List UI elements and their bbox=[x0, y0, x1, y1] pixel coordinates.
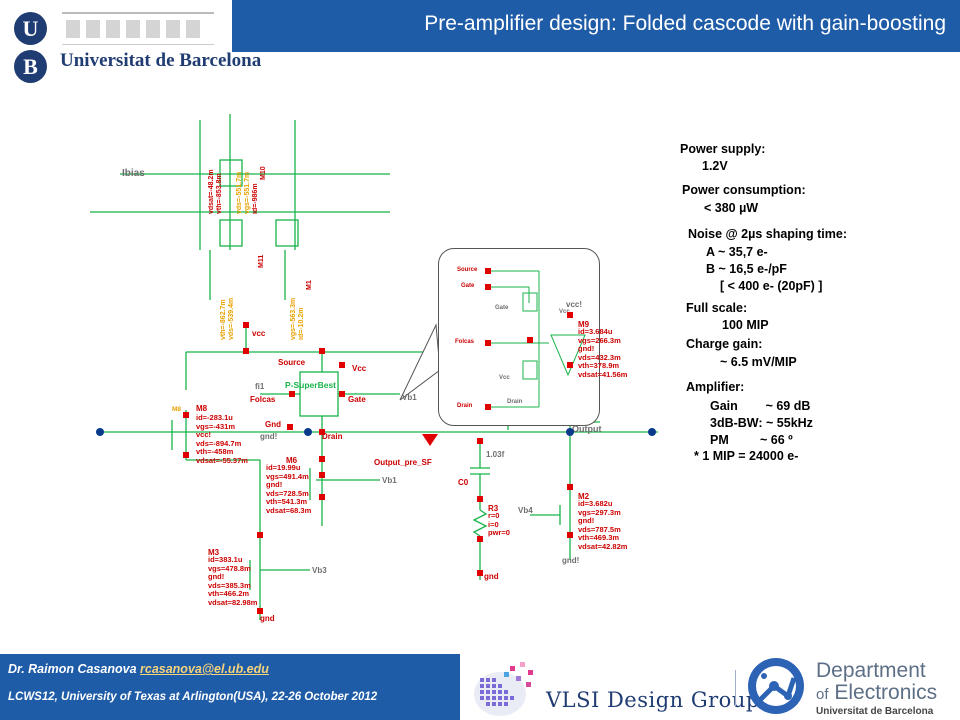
footer-author: Dr. Raimon Casanova rcasanova@el.ub.edu bbox=[8, 662, 269, 676]
author-email-link[interactable]: rcasanova@el.ub.edu bbox=[140, 662, 269, 676]
superbest-label: P-SuperBest bbox=[285, 380, 337, 390]
c0-value: 1.03f bbox=[486, 450, 505, 459]
spec-full-scale-value: 100 MIP bbox=[722, 318, 769, 332]
top-param-2: vth=-853.8m bbox=[216, 173, 223, 214]
dept-line1: Department bbox=[816, 659, 926, 682]
fil-label: fi1 bbox=[255, 382, 265, 391]
vcc-label-m9: vcc! bbox=[566, 300, 583, 309]
spec-gain: Gain ~ 69 dB bbox=[710, 399, 811, 413]
top-param-3: vds=-551.7m bbox=[236, 171, 243, 214]
top-param-7: vds=-539.4m bbox=[228, 297, 235, 340]
author-name: Dr. Raimon Casanova bbox=[8, 662, 137, 676]
m8-params: id=-283.1u vgs=-431m vcc! vds=-894.7m vt… bbox=[196, 413, 248, 465]
slide-header: U B Universitat de Barcelona Pre-amplifi… bbox=[0, 0, 960, 92]
pin-gate: Gate bbox=[348, 395, 366, 404]
pin-folcas: Folcas bbox=[250, 395, 276, 404]
callout-drain: Drain bbox=[457, 403, 473, 409]
pin-source: Source bbox=[278, 358, 306, 367]
callout-vcc-lower: Vcc bbox=[499, 375, 510, 381]
footer-conference: LCWS12, University of Texas at Arlington… bbox=[8, 691, 378, 703]
m9-params: id=3.684u vgs=266.3m gnd! vds=432.3m vth… bbox=[578, 327, 628, 379]
spec-panel: Power supply: 1.2V Power consumption: < … bbox=[660, 140, 950, 470]
callout-gate: Gate bbox=[461, 283, 475, 289]
spec-noise-note: [ < 400 e- (20pF) ] bbox=[720, 279, 823, 293]
dept-line3: Universitat de Barcelona bbox=[816, 706, 934, 717]
callout-drain-inner: Drain bbox=[507, 399, 523, 405]
subcircuit-wires bbox=[489, 270, 586, 408]
vlsi-group-name: VLSI Design Group bbox=[546, 688, 760, 712]
spec-power-supply-label: Power supply: bbox=[680, 142, 766, 156]
institution-name: Universitat de Barcelona bbox=[60, 50, 262, 71]
spec-charge-gain-value: ~ 6.5 mV/MIP bbox=[720, 355, 797, 369]
m3-params: id=383.1u vgs=478.8m gnd! vds=385.3m vth… bbox=[208, 555, 258, 607]
pin-vcc: Vcc bbox=[352, 364, 367, 373]
top-param-m1: M1 bbox=[306, 280, 313, 290]
top-param-6: vth=-862.7m bbox=[220, 299, 227, 340]
department-logo-icon bbox=[748, 658, 804, 714]
c0-label: C0 bbox=[458, 478, 469, 487]
gnd-label-main: gnd! bbox=[260, 432, 278, 441]
gnd-small-m3: gnd bbox=[260, 614, 275, 623]
m2-params: id=3.682u vgs=297.3m gnd! vds=787.5m vth… bbox=[578, 499, 628, 551]
footer-bar: Dr. Raimon Casanova rcasanova@el.ub.edu … bbox=[0, 654, 460, 720]
spec-mip-note: * 1 MIP = 24000 e- bbox=[694, 449, 799, 463]
output-pre-sf-label: Output_pre_SF bbox=[374, 458, 432, 467]
vb1-bottom: Vb1 bbox=[382, 476, 397, 485]
title-bar: Pre-amplifier design: Folded cascode wit… bbox=[232, 0, 960, 52]
vb1-top: Vb1 bbox=[402, 393, 417, 402]
r3-params: r=0 i=0 pwr=0 bbox=[488, 511, 510, 537]
m3-name: M3 bbox=[208, 548, 220, 557]
vb3-label: Vb3 bbox=[312, 566, 327, 575]
top-param-m10: M10 bbox=[260, 166, 267, 180]
callout-folcas: Folcas bbox=[455, 339, 475, 345]
ub-logo: U B Universitat de Barcelona bbox=[0, 0, 261, 92]
ub-monogram: U B bbox=[14, 12, 48, 84]
spec-noise-label: Noise @ 2µs shaping time: bbox=[688, 227, 848, 241]
spec-noise-a: A ~ 35,7 e- bbox=[706, 245, 768, 259]
gnd-label-m2: gnd! bbox=[562, 556, 580, 565]
slide-title: Pre-amplifier design: Folded cascode wit… bbox=[424, 12, 946, 35]
m2-name: M2 bbox=[578, 492, 590, 501]
ub-crest-icon bbox=[62, 12, 214, 45]
spec-full-scale-label: Full scale: bbox=[686, 301, 748, 315]
circuit-schematic: Source Gate Gate Folcas Vcc Vcc Drain Dr… bbox=[60, 100, 680, 640]
top-param-4: vgs=-551.7m bbox=[244, 171, 251, 214]
dept-line2: of Electronics bbox=[816, 681, 938, 704]
vlsi-chip-icon bbox=[474, 662, 533, 716]
top-param-m11: M11 bbox=[258, 254, 265, 268]
top-param-5: id=-986m bbox=[252, 183, 259, 214]
m9-name: M9 bbox=[578, 320, 590, 329]
spec-noise-b: B ~ 16,5 e-/pF bbox=[706, 262, 787, 276]
gnd-small-r3: gnd bbox=[484, 572, 499, 581]
spec-bandwidth: 3dB-BW: ~ 55kHz bbox=[710, 416, 813, 430]
spec-power-supply-value: 1.2V bbox=[702, 159, 728, 173]
spec-power-consumption-value: < 380 µW bbox=[704, 201, 759, 215]
pin-gnd: Gnd bbox=[265, 420, 281, 429]
pin-drain: Drain bbox=[322, 432, 343, 441]
vcc-small-top: vcc bbox=[252, 329, 266, 338]
top-param-9: id=-10.2m bbox=[298, 307, 305, 341]
m8-name: M8 bbox=[196, 404, 208, 413]
spec-amplifier-label: Amplifier: bbox=[686, 380, 745, 394]
callout-vcc: Vcc bbox=[559, 309, 570, 315]
subcircuit-callout: Source Gate Gate Folcas Vcc Vcc Drain Dr… bbox=[438, 248, 600, 426]
spec-charge-gain-label: Charge gain: bbox=[686, 337, 763, 351]
ibias-label: Ibias bbox=[122, 168, 145, 179]
department-wordmark: Department of Electronics Universitat de… bbox=[816, 660, 937, 718]
callout-gate-inner: Gate bbox=[495, 305, 509, 311]
top-param-1: vdsat=-48.2m bbox=[208, 169, 215, 214]
callout-source: Source bbox=[457, 267, 478, 273]
r3-label: R3 bbox=[488, 504, 499, 513]
spec-power-consumption-label: Power consumption: bbox=[682, 183, 806, 197]
m6-name: M6 bbox=[286, 456, 298, 465]
output-pre-sf-marker-icon bbox=[422, 434, 438, 446]
spec-phase-margin: PM ~ 66 º bbox=[710, 433, 793, 447]
m6-params: id=19.99u vgs=491.4m gnd! vds=728.5m vth… bbox=[266, 463, 312, 515]
output-label: Output bbox=[572, 424, 602, 434]
vb4-label: Vb4 bbox=[518, 506, 533, 515]
top-param-8: vgs=-563.3m bbox=[290, 297, 297, 340]
